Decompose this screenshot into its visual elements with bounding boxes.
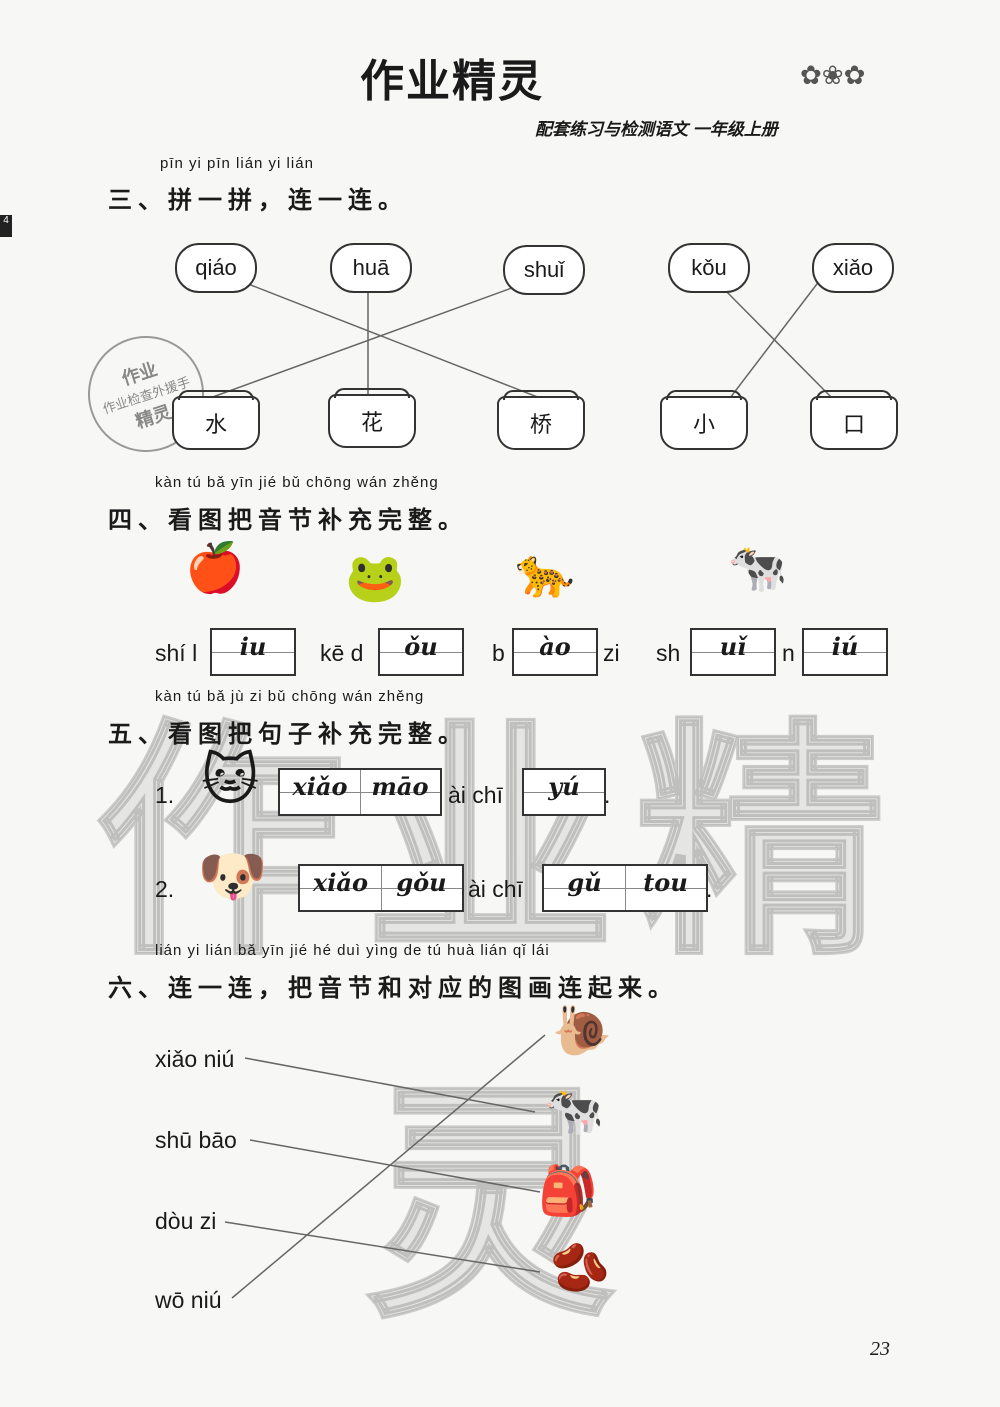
- answer-tou: tou: [643, 868, 688, 897]
- char-pot-xiao: 小: [660, 390, 748, 450]
- pinyin-cloud-hua: huā: [330, 243, 412, 293]
- line-shui-shui: [209, 284, 521, 399]
- section4-pinyin: kàn tú bǎ yīn jié bǔ chōng wán zhěng: [155, 474, 439, 491]
- char-xiao: 小: [692, 413, 715, 438]
- answer-box[interactable]: ǒu: [378, 628, 464, 676]
- logo: 作业精灵: [360, 56, 544, 107]
- pinyin-cloud-xiao: xiǎo: [812, 243, 894, 293]
- answer-box[interactable]: xiǎo māo: [278, 768, 442, 816]
- line-woniu: [231, 1034, 546, 1299]
- line-shubao: [249, 1139, 541, 1193]
- answer-box[interactable]: yú: [522, 768, 606, 816]
- word-xiao-niu: xiǎo niú: [155, 1046, 235, 1072]
- char-pot-qiao: 桥: [497, 390, 585, 450]
- char-pot-shui: 水: [172, 390, 260, 450]
- pinyin-cloud-kou: kǒu: [668, 243, 750, 293]
- pinyin-cloud-qiao: qiáo: [175, 243, 257, 293]
- tadpole-icon: 🐸: [345, 552, 405, 605]
- backpack-icon: 🎒: [538, 1165, 598, 1218]
- item4-prefix: sh: [656, 640, 681, 666]
- section5-title: 五、看图把句子补充完整。: [108, 721, 468, 748]
- answer-mao: māo: [371, 772, 429, 801]
- book-title: 配套练习与检测语文 一年级上册: [535, 120, 778, 139]
- char-hua: 花: [360, 411, 383, 436]
- section6-pinyin: lián yi lián bǎ yīn jié hé duì yìng de t…: [155, 942, 550, 959]
- dog-icon: 🐶: [197, 844, 268, 907]
- cow-icon: 🐄: [544, 1085, 604, 1138]
- answer-iu-2: iú: [831, 632, 859, 661]
- pinyin-cloud-shui: shuǐ: [503, 245, 585, 295]
- line-xiaoniu: [244, 1057, 536, 1113]
- char-kou: 口: [842, 413, 865, 438]
- section4-title: 四、看图把音节补充完整。: [108, 507, 468, 534]
- page-number: 23: [870, 1338, 890, 1360]
- line-douzi: [224, 1221, 541, 1273]
- answer-gu: gǔ: [567, 868, 602, 897]
- sentence2-middle: ài chī: [468, 876, 523, 902]
- sentence2-end: .: [706, 876, 713, 902]
- flower-icon: ✿❀✿: [800, 60, 866, 90]
- line-kou-kou: [719, 284, 833, 399]
- char-qiao: 桥: [529, 413, 552, 438]
- word-wo-niu: wō niú: [155, 1287, 222, 1313]
- answer-box[interactable]: xiǎo gǒu: [298, 864, 464, 912]
- item5-prefix: n: [782, 640, 795, 666]
- sentence1-end: .: [604, 782, 611, 808]
- answer-ao: ào: [539, 632, 571, 661]
- beans-icon: 🫘: [550, 1242, 610, 1295]
- pomegranate-icon: 🍎: [185, 542, 245, 595]
- page-side-mark: 4: [0, 215, 12, 237]
- answer-box[interactable]: iú: [802, 628, 888, 676]
- item1-prefix: shí l: [155, 640, 198, 666]
- word-dou-zi: dòu zi: [155, 1208, 217, 1234]
- section5-pinyin: kàn tú bǎ jù zi bǔ chōng wán zhěng: [155, 688, 425, 705]
- answer-box[interactable]: gǔ tou: [542, 864, 708, 912]
- answer-iu: iu: [239, 632, 267, 661]
- snail-icon: 🐌: [552, 1005, 612, 1058]
- cat-icon: 🐱: [200, 748, 260, 811]
- answer-yu: yú: [548, 772, 580, 801]
- section3-title: 三、拼一拼，连一连。: [108, 187, 408, 214]
- item3-suffix: zi: [603, 640, 620, 666]
- leopard-icon: 🐆: [515, 547, 575, 600]
- line-xiao-xiao: [729, 279, 821, 399]
- sentence1-middle: ài chī: [448, 782, 503, 808]
- section6-title: 六、连一连，把音节和对应的图画连起来。: [108, 975, 678, 1002]
- answer-xiao: xiǎo: [292, 772, 348, 801]
- answer-box[interactable]: iu: [210, 628, 296, 676]
- cow-icon: 🐄: [727, 542, 788, 595]
- char-pot-hua: 花: [328, 388, 416, 448]
- sentence2-number: 2.: [155, 876, 175, 902]
- line-qiao-qiao: [237, 279, 541, 399]
- item3-prefix: b: [492, 640, 505, 666]
- answer-box[interactable]: uǐ: [690, 628, 776, 676]
- answer-xiao-2: xiǎo: [313, 868, 368, 897]
- item2-prefix: kē d: [320, 640, 364, 666]
- word-shu-bao: shū bāo: [155, 1127, 237, 1153]
- sentence1-number: 1.: [155, 782, 175, 808]
- answer-ui: uǐ: [719, 632, 747, 661]
- answer-box[interactable]: ào: [512, 628, 598, 676]
- char-shui: 水: [204, 413, 227, 438]
- answer-ou: ǒu: [404, 632, 438, 661]
- section3-pinyin: pīn yi pīn lián yi lián: [160, 155, 314, 172]
- char-pot-kou: 口: [810, 390, 898, 450]
- answer-gou: gǒu: [396, 868, 447, 897]
